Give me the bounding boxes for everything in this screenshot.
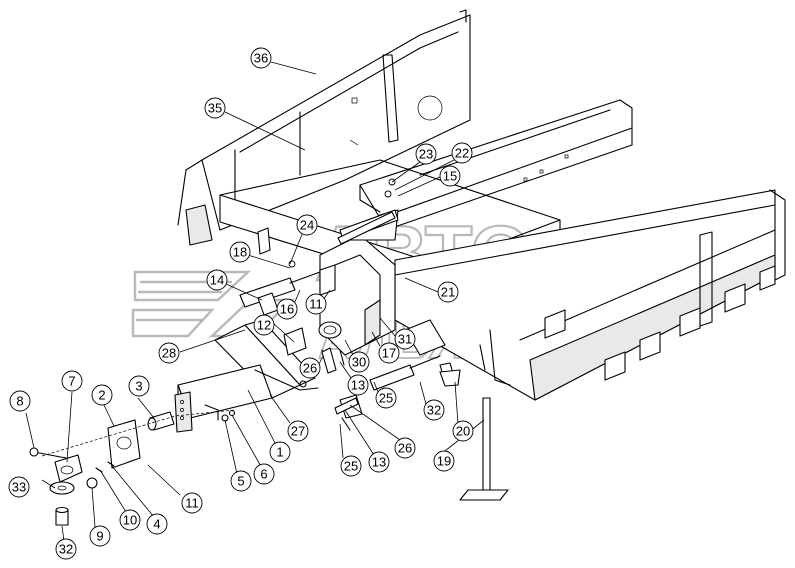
callout-16: 16 — [276, 298, 298, 320]
callout-label: 11 — [185, 496, 199, 511]
cylinder-14 — [239, 271, 321, 316]
callout-26: 26 — [299, 357, 321, 379]
callout-26: 26 — [394, 437, 416, 459]
callout-12: 12 — [253, 314, 275, 336]
callout-24: 24 — [296, 214, 318, 236]
callout-35: 35 — [204, 97, 226, 119]
callout-label: 20 — [456, 424, 470, 439]
callout-9: 9 — [89, 525, 111, 547]
callout-label: 18 — [233, 245, 247, 260]
callout-11: 11 — [181, 492, 203, 514]
callout-label: 25 — [344, 459, 358, 474]
callout-19: 19 — [433, 450, 455, 472]
callout-label: 21 — [441, 285, 455, 300]
callout-32: 32 — [423, 399, 445, 421]
callout-13: 13 — [368, 451, 390, 473]
callout-1: 1 — [269, 441, 291, 463]
callout-32: 32 — [55, 538, 77, 560]
callout-label: 11 — [309, 297, 323, 312]
callout-label: 32 — [59, 542, 73, 557]
callout-label: 27 — [291, 424, 305, 439]
callout-label: 19 — [437, 454, 451, 469]
callout-label: 17 — [382, 346, 396, 361]
callout-3: 3 — [128, 375, 150, 397]
callout-28: 28 — [158, 342, 180, 364]
callout-label: 26 — [303, 361, 317, 376]
callout-8: 8 — [9, 390, 31, 412]
body-frame-assembly — [177, 9, 786, 401]
callout-27: 27 — [287, 420, 309, 442]
callout-label: 3 — [135, 379, 142, 394]
callout-label: 9 — [96, 529, 103, 544]
callout-23: 23 — [415, 143, 437, 165]
callout-label: 2 — [98, 388, 105, 403]
callout-33: 33 — [8, 476, 30, 498]
callout-label: 12 — [257, 318, 271, 333]
support-leg — [459, 397, 509, 501]
cylinder-32 — [369, 355, 441, 391]
callout-25: 25 — [340, 455, 362, 477]
callout-label: 26 — [398, 441, 412, 456]
callout-21: 21 — [437, 281, 459, 303]
callout-label: 33 — [12, 480, 26, 495]
callout-20: 20 — [452, 420, 474, 442]
callout-30: 30 — [348, 351, 370, 373]
callout-36: 36 — [250, 47, 272, 69]
callout-18: 18 — [229, 241, 251, 263]
callout-label: 14 — [210, 273, 224, 288]
callout-label: 10 — [123, 513, 137, 528]
callout-25: 25 — [375, 387, 397, 409]
callout-label: 35 — [208, 101, 222, 116]
callout-label: 4 — [153, 517, 160, 532]
callout-label: 31 — [398, 332, 412, 347]
callout-label: 5 — [237, 474, 244, 489]
callout-17: 17 — [378, 342, 400, 364]
callout-label: 6 — [260, 467, 267, 482]
callout-label: 13 — [351, 378, 365, 393]
callout-5: 5 — [230, 470, 252, 492]
callout-label: 36 — [254, 51, 268, 66]
callout-10: 10 — [119, 509, 141, 531]
callout-7: 7 — [61, 370, 83, 392]
callout-label: 1 — [276, 445, 283, 460]
callout-label: 13 — [372, 455, 386, 470]
callout-label: 25 — [379, 391, 393, 406]
callout-label: 22 — [455, 146, 469, 161]
callout-label: 32 — [427, 403, 441, 418]
callout-label: 8 — [16, 394, 23, 409]
callout-6: 6 — [253, 463, 275, 485]
loose-hardware — [29, 347, 359, 526]
callout-label: 23 — [419, 147, 433, 162]
callout-31: 31 — [394, 328, 416, 350]
callout-2: 2 — [91, 384, 113, 406]
callout-label: 24 — [300, 218, 314, 233]
callout-11: 11 — [305, 293, 327, 315]
callout-13: 13 — [347, 374, 369, 396]
callout-label: 30 — [352, 355, 366, 370]
callout-label: 7 — [68, 374, 75, 389]
callout-label: 16 — [280, 302, 294, 317]
drawbar-assembly — [174, 319, 319, 433]
callout-14: 14 — [206, 269, 228, 291]
callout-22: 22 — [451, 142, 473, 164]
callout-4: 4 — [146, 513, 168, 535]
leader-lines — [25, 61, 485, 542]
callout-label: 28 — [162, 346, 176, 361]
callout-label: 15 — [443, 169, 457, 184]
callout-15: 15 — [439, 165, 461, 187]
